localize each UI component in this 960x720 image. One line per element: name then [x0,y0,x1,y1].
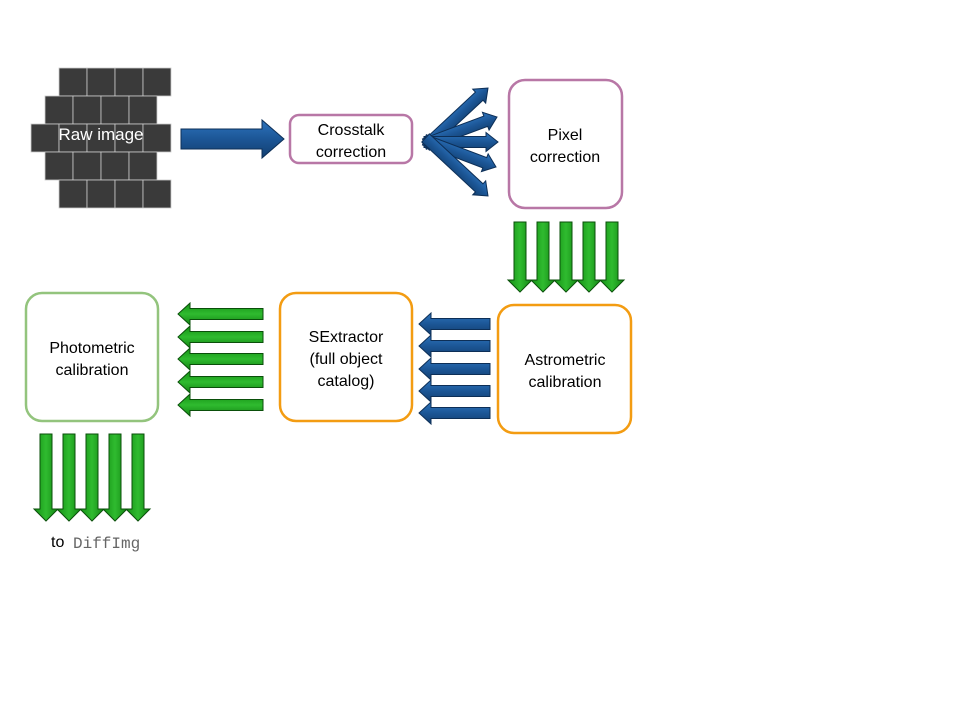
crosstalk-to-pixel-arrows [421,87,499,197]
down-arrow [124,433,152,522]
left-arrow [418,333,491,359]
down-arrow [506,221,534,293]
astrometric-to-sextractor-arrows [418,311,491,426]
ccd-tile [44,95,74,125]
photometric-to-diffimg-arrows [32,433,152,522]
fan-arrow [421,133,489,197]
crosstalk-line2: correction [316,144,386,161]
down-arrow [32,433,60,522]
down-arrow [55,433,83,522]
pixel-line2: correction [530,149,600,166]
left-arrow [418,378,491,404]
astrometric-calibration-box [496,303,633,435]
ccd-tile [72,95,102,125]
left-arrow [418,400,491,426]
down-arrow [529,221,557,293]
ccd-tile [100,151,130,181]
sextractor-box [278,291,414,423]
photometric-calibration-box [24,291,160,423]
crosstalk-correction-box [288,113,414,165]
output-prefix: to [51,534,64,551]
photometric-line1: Photometric [49,340,134,357]
down-arrow [575,221,603,293]
pixel-line1: Pixel [548,127,583,144]
crosstalk-line1: Crosstalk [318,122,386,139]
down-arrow [598,221,626,293]
ccd-tile [114,179,144,209]
ccd-tile [128,95,158,125]
left-arrow [177,301,264,327]
ccd-tile [30,123,60,153]
ccd-tile [58,123,88,153]
left-arrow [177,346,264,372]
down-arrow [552,221,580,293]
ccd-tile [44,151,74,181]
down-arrow [101,433,129,522]
raw-image-label: Raw image [58,125,143,144]
ccd-tile [128,151,158,181]
left-arrow [418,311,491,337]
left-arrow [177,369,264,395]
photometric-line2: calibration [56,362,129,379]
raw-to-crosstalk-arrow [180,118,285,160]
pixel-to-astrometric-arrows [506,221,626,293]
ccd-tile [72,151,102,181]
raw-image-mosaic [30,67,172,209]
sextractor-to-photometric-arrows [177,301,264,418]
left-arrow [177,324,264,350]
sextractor-line1: SExtractor [309,329,384,346]
ccd-tile [142,123,172,153]
ccd-tile [86,67,116,97]
ccd-tile [58,179,88,209]
astrometric-line1: Astrometric [525,352,606,369]
sextractor-line3: catalog) [318,373,375,390]
pixel-correction-box [507,78,624,210]
ccd-tile [114,123,144,153]
output-code: DiffImg [73,535,140,553]
left-arrow [418,356,491,382]
astrometric-line2: calibration [529,374,602,391]
ccd-tile [86,179,116,209]
ccd-tile [114,67,144,97]
down-arrow [78,433,106,522]
ccd-tile [142,67,172,97]
ccd-tile [100,95,130,125]
sextractor-line2: (full object [310,351,383,368]
ccd-tile [58,67,88,97]
left-arrow [177,392,264,418]
ccd-tile [142,179,172,209]
